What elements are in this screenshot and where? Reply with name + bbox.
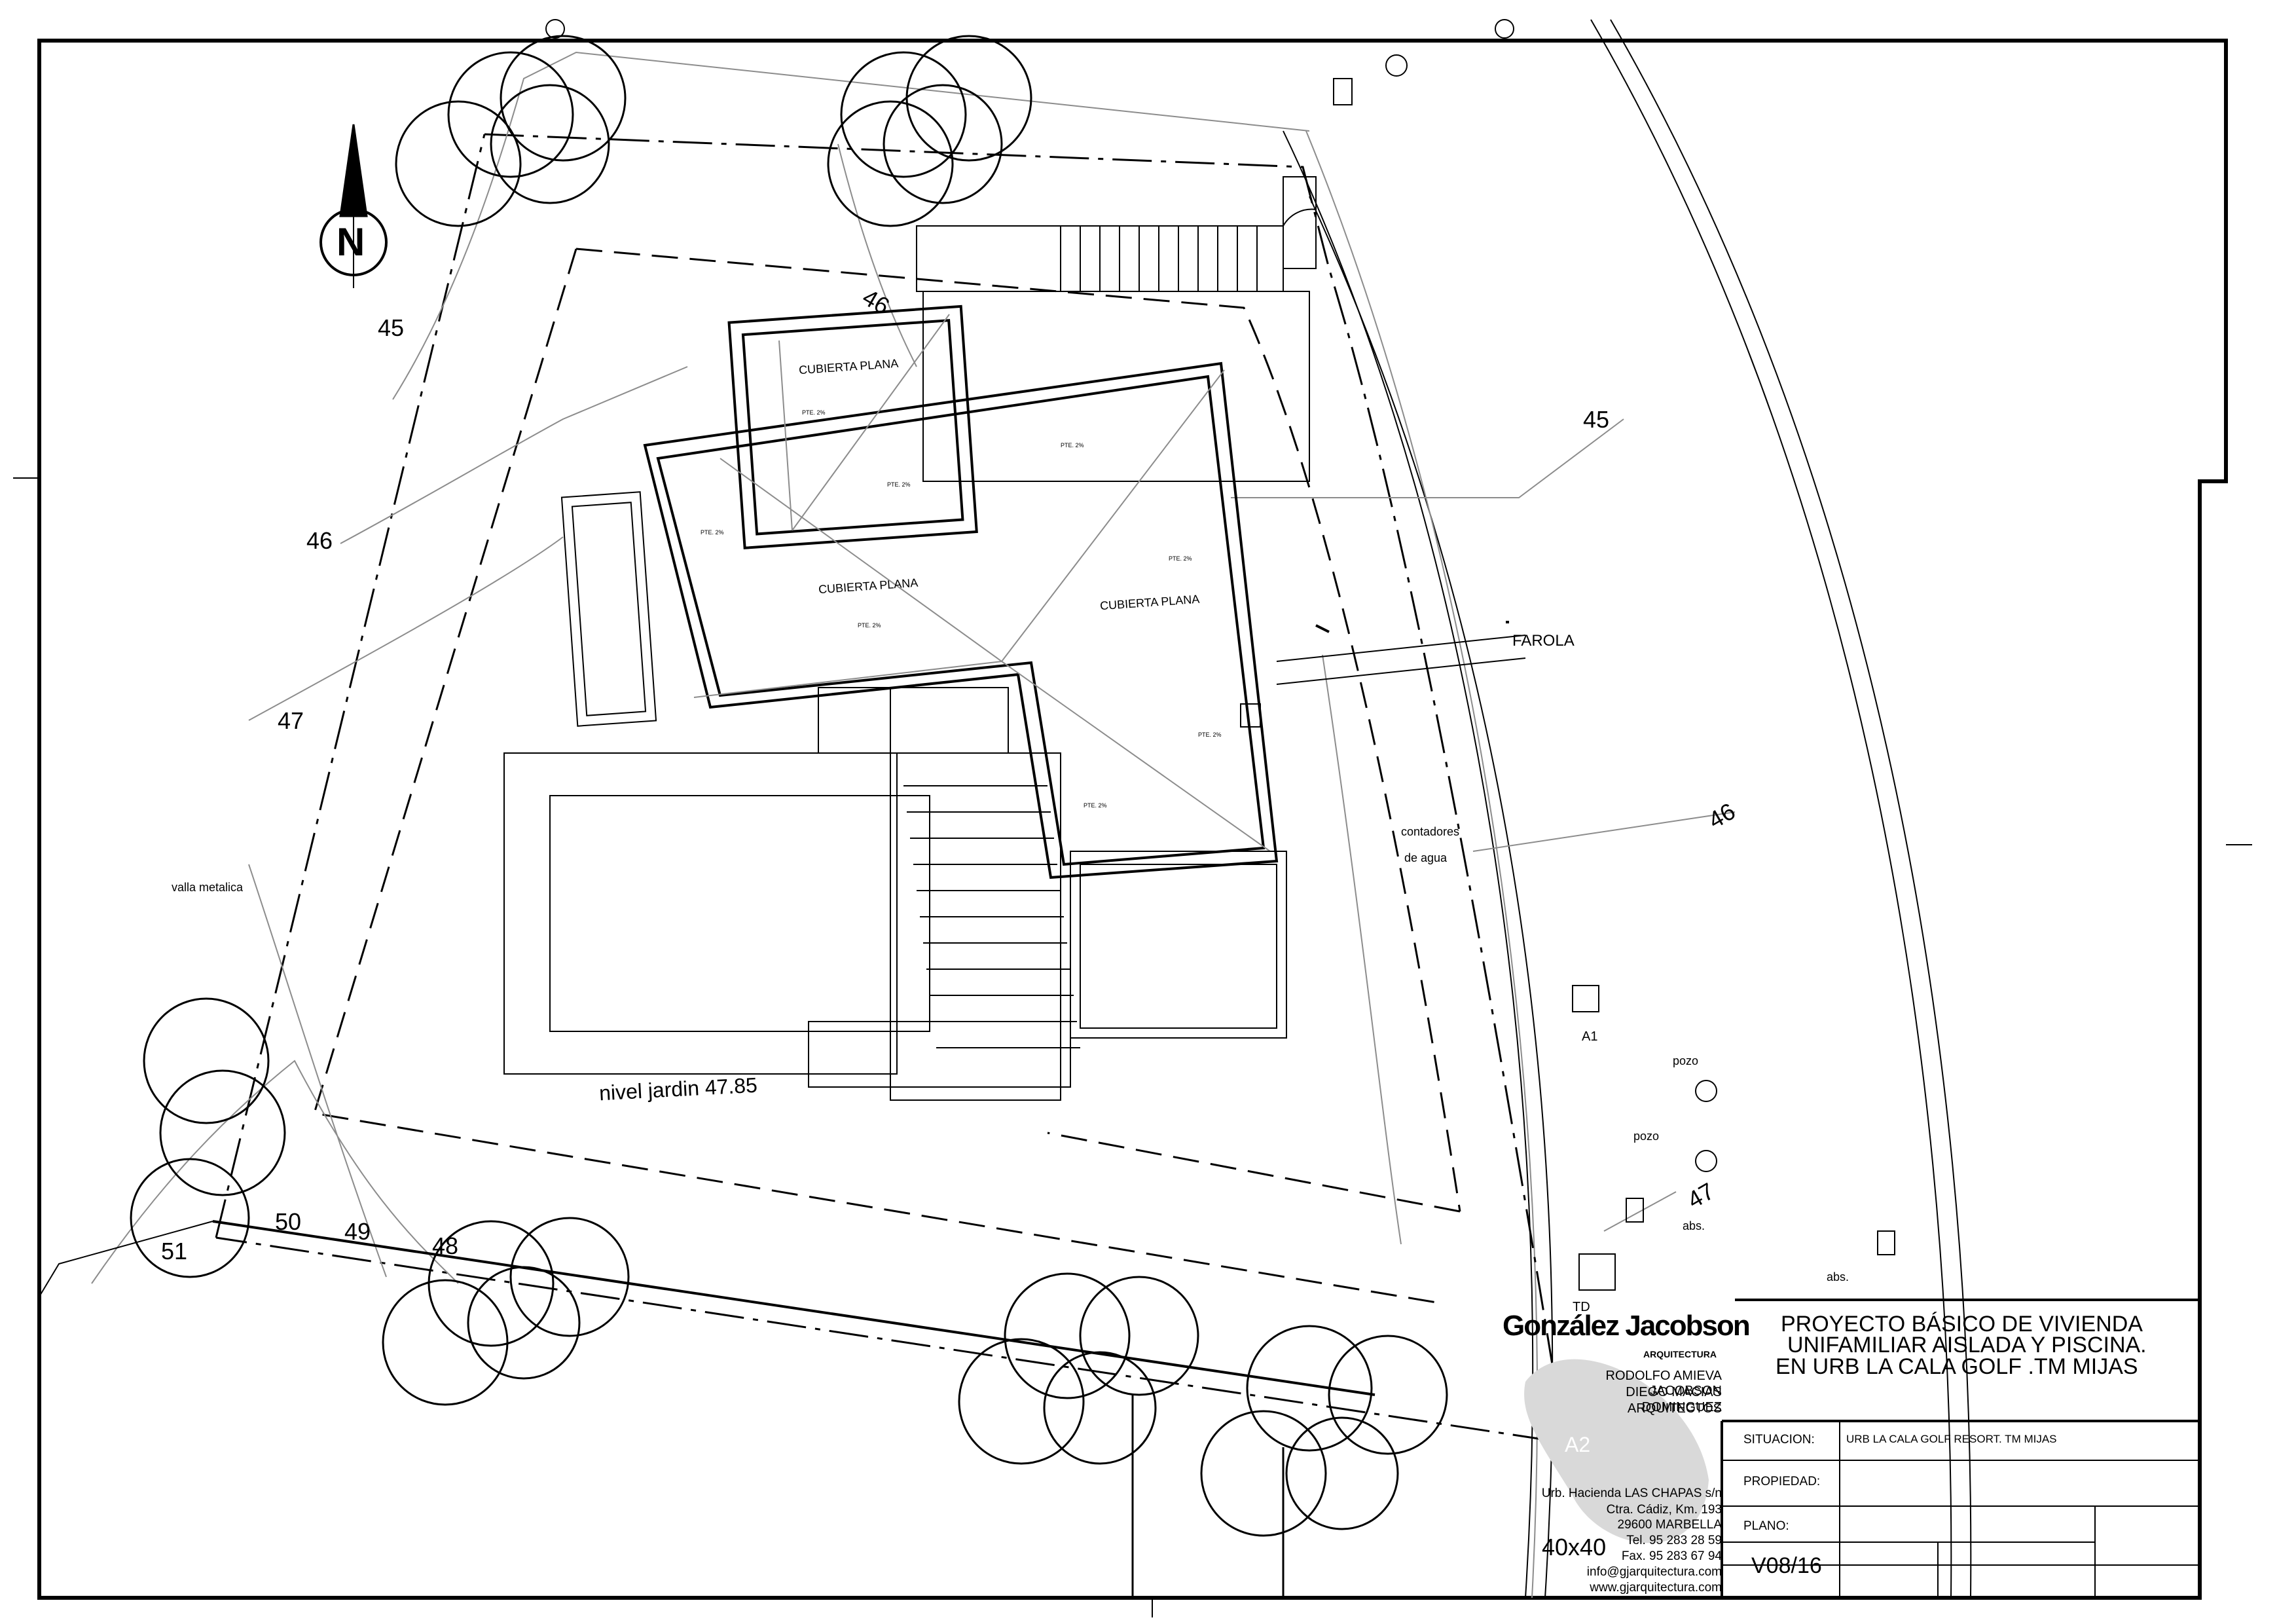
site-items: [1315, 54, 1895, 1291]
southern-fence: [212, 1220, 1376, 1396]
roof-slope: PTE. 2%: [1084, 802, 1107, 809]
a2-label: A2: [1565, 1433, 1591, 1456]
size-label: 40x40: [1542, 1534, 1607, 1560]
contour-label: 49: [344, 1218, 371, 1245]
frame-ticks: [13, 19, 2252, 1617]
situacion-label: SITUACION:: [1743, 1433, 1815, 1447]
contour-label: 46: [306, 527, 333, 554]
roof-slope: PTE. 2%: [1198, 731, 1222, 738]
a1-label: A1: [1582, 1029, 1598, 1044]
contour-label: 47: [278, 707, 304, 734]
firm-fax: Fax. 95 283 67 94: [1621, 1549, 1722, 1563]
firm-architect: DIEGO MACIAS DOMINGUEZ: [1626, 1385, 1722, 1414]
entrance-stairs: [916, 176, 1317, 292]
firm-address: Urb. Hacienda LAS CHAPAS s/n: [1541, 1486, 1722, 1500]
firm-email: info@gjarquitectura.com: [1586, 1565, 1722, 1579]
roof-slope: PTE. 2%: [858, 622, 881, 629]
road-curves: [1283, 19, 1972, 1598]
contour-label: 45: [1583, 406, 1610, 433]
trees: [130, 35, 1448, 1598]
firm-architect: RODOLFO AMIEVA JACOBSON: [1605, 1369, 1722, 1398]
water-meter-label: de agua: [1404, 851, 1448, 864]
propiedad-label: PROPIEDAD:: [1743, 1475, 1821, 1488]
farola-label: FAROLA: [1512, 632, 1575, 650]
north-letter: N: [337, 220, 365, 264]
fence-label: valla metalica: [172, 881, 244, 894]
southwest-edge: [39, 1221, 213, 1297]
drawing-frame: [37, 39, 2228, 1600]
terrain-contours: [91, 51, 1736, 1284]
house-footprint: [560, 291, 1310, 879]
plano-label: PLANO:: [1743, 1519, 1789, 1533]
inner-setback-line: [313, 248, 1461, 1304]
logo-shadow: [1524, 1359, 1709, 1543]
contour-label: 50: [275, 1208, 302, 1235]
project-title-line1: PROYECTO BÁSICO DE VIVIENDA: [1781, 1312, 2143, 1337]
abs-label: abs.: [1827, 1270, 1850, 1283]
firm-logo: González Jacobson: [1503, 1310, 1751, 1342]
roof-slope: PTE. 2%: [802, 409, 826, 416]
firm-architect: ARQUITECTOS: [1627, 1401, 1722, 1416]
roof-slope: PTE. 2%: [1061, 442, 1084, 449]
contour-label: 48: [432, 1232, 459, 1259]
project-title-line3: EN URB LA CALA GOLF .TM MIJAS: [1776, 1354, 2138, 1379]
contour-label: 51: [161, 1238, 188, 1264]
contour-label: 45: [378, 314, 405, 341]
firm-address: 29600 MARBELLA: [1617, 1518, 1722, 1532]
firm-logo-sub: ARQUITECTURA: [1643, 1349, 1717, 1359]
drawing-code: V08/16: [1751, 1553, 1822, 1578]
project-title-line2: UNIFAMILIAR AISLADA Y PISCINA.: [1787, 1333, 2147, 1357]
firm-phone: Tel. 95 283 28 59: [1626, 1534, 1722, 1547]
firm-address: Ctra. Cádiz, Km. 193: [1606, 1503, 1722, 1517]
roof-slope: PTE. 2%: [701, 529, 724, 536]
north-arrow: [319, 124, 388, 288]
firm-website: www.gjarquitectura.com: [1590, 1581, 1722, 1595]
situacion-value: URB LA CALA GOLF RESORT. TM MIJAS: [1846, 1433, 2057, 1445]
td-label: TD: [1573, 1300, 1590, 1314]
well-label: pozo: [1673, 1054, 1699, 1067]
title-block: [1721, 1299, 2201, 1598]
plot-boundary: [215, 133, 1566, 1442]
well-label: pozo: [1633, 1130, 1660, 1143]
roof-slope: PTE. 2%: [1169, 555, 1192, 562]
water-meter-label: contadores: [1401, 825, 1460, 838]
roof-slope: PTE. 2%: [887, 481, 911, 488]
pool-area: [503, 635, 1526, 1101]
abs-label: abs.: [1683, 1219, 1705, 1232]
